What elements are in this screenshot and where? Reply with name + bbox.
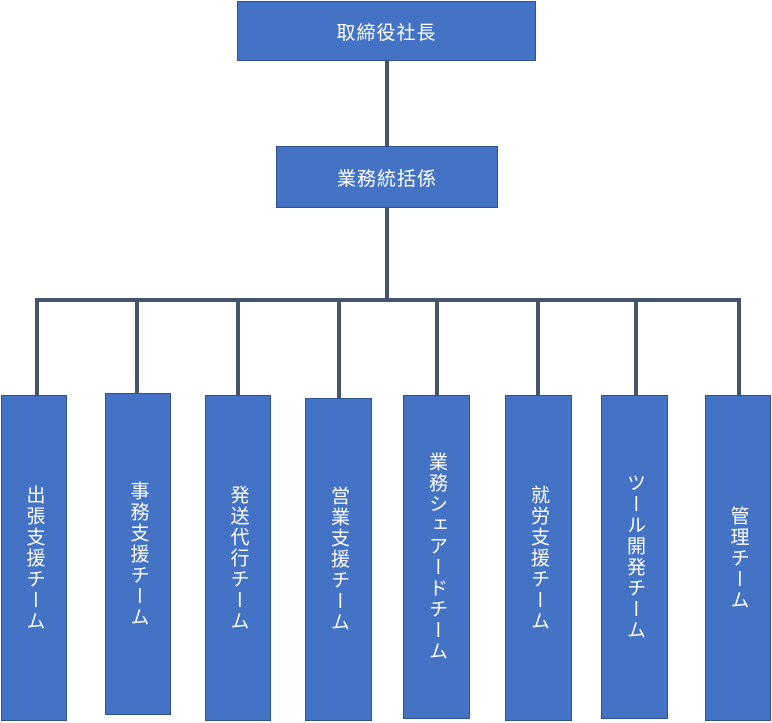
- team-label: 管理チーム: [727, 505, 750, 611]
- ceo-label: 取締役社長: [336, 21, 437, 44]
- team-label: 営業支援チーム: [328, 486, 350, 633]
- team-label: 就労支援チーム: [528, 484, 550, 632]
- ceo-box: 取締役社長: [237, 1, 536, 61]
- team-label: 業務シェアードチーム: [426, 452, 448, 662]
- team-label: ツール開発チーム: [624, 473, 646, 641]
- coordinator-box: 業務統括係: [276, 146, 498, 208]
- team-box-3: 発送代行チーム: [205, 395, 271, 721]
- team-box-5: 業務シェアードチーム: [403, 395, 470, 719]
- coordinator-label: 業務統括係: [336, 167, 437, 190]
- team-box-2: 事務支援チーム: [105, 393, 171, 715]
- team-box-4: 営業支援チーム: [305, 398, 372, 721]
- team-label: 発送代行チーム: [227, 484, 250, 632]
- team-label: 出張支援チーム: [23, 484, 46, 632]
- team-box-1: 出張支援チーム: [1, 395, 67, 721]
- team-box-7: ツール開発チーム: [601, 395, 668, 719]
- team-box-6: 就労支援チーム: [505, 395, 572, 721]
- team-box-8: 管理チーム: [705, 395, 771, 721]
- team-label: 事務支援チーム: [127, 480, 150, 628]
